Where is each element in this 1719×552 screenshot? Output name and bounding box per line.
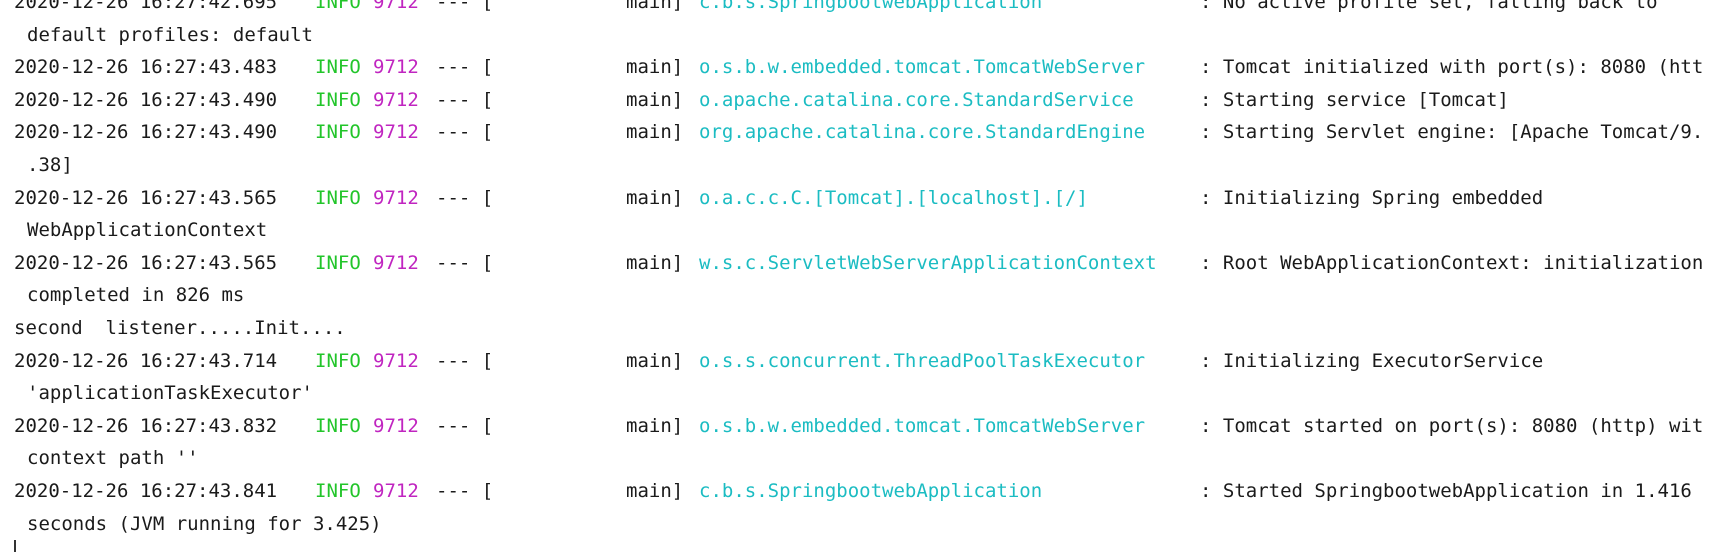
log-logger: w.s.c.ServletWebServerApplicationContext: [699, 251, 1157, 274]
log-line: 2020-12-26 16:27:42.695 INFO 9712 --- [ main…: [14, 0, 1719, 19]
log-level: INFO: [315, 251, 361, 274]
log-line: 2020-12-26 16:27:43.490 INFO 9712 --- [ main…: [14, 116, 1719, 149]
log-separator: --- [: [436, 479, 494, 502]
log-message-continuation: seconds (JVM running for 3.425): [27, 512, 382, 535]
log-level: INFO: [315, 121, 361, 144]
log-line-continuation: .38]: [14, 149, 1719, 182]
log-message: : No active profile set, falling back to: [1200, 0, 1658, 13]
text-cursor: [14, 540, 16, 552]
log-level: INFO: [315, 414, 361, 437]
log-level: INFO: [315, 88, 361, 111]
log-line-continuation: WebApplicationContext: [14, 214, 1719, 247]
log-thread: main]: [626, 88, 684, 111]
log-pid: 9712: [373, 0, 419, 13]
log-logger: o.apache.catalina.core.StandardService: [699, 88, 1134, 111]
log-level: INFO: [315, 349, 361, 372]
log-message: : Starting Servlet engine: [Apache Tomca…: [1200, 121, 1704, 144]
log-timestamp: 2020-12-26 16:27:43.832: [14, 414, 278, 437]
log-line-continuation: seconds (JVM running for 3.425): [14, 508, 1719, 541]
log-line-continuation: context path '': [14, 442, 1719, 475]
log-message-continuation: 'applicationTaskExecutor': [27, 382, 313, 405]
log-separator: --- [: [436, 414, 494, 437]
log-line-continuation: default profiles: default: [14, 19, 1719, 52]
log-level: INFO: [315, 479, 361, 502]
log-logger: o.s.b.w.embedded.tomcat.TomcatWebServer: [699, 414, 1146, 437]
log-separator: --- [: [436, 56, 494, 79]
log-logger: o.a.c.c.C.[Tomcat].[localhost].[/]: [699, 186, 1088, 209]
log-message-continuation: .38]: [27, 153, 73, 176]
log-logger: c.b.s.SpringbootwebApplication: [699, 479, 1043, 502]
stdout-text: second listener.....Init....: [14, 316, 346, 339]
log-level: INFO: [315, 56, 361, 79]
log-logger: c.b.s.SpringbootwebApplication: [699, 0, 1043, 13]
log-timestamp: 2020-12-26 16:27:43.714: [14, 349, 278, 372]
log-thread: main]: [626, 186, 684, 209]
log-message: : Tomcat started on port(s): 8080 (http)…: [1200, 414, 1704, 437]
log-pid: 9712: [373, 56, 419, 79]
log-message-continuation: completed in 826 ms: [27, 284, 245, 307]
log-timestamp: 2020-12-26 16:27:43.565: [14, 251, 278, 274]
log-message: : Started SpringbootwebApplication in 1.…: [1200, 479, 1692, 502]
log-thread: main]: [626, 251, 684, 274]
log-message: : Initializing ExecutorService: [1200, 349, 1544, 372]
log-logger: org.apache.catalina.core.StandardEngine: [699, 121, 1146, 144]
log-separator: --- [: [436, 349, 494, 372]
log-message-continuation: context path '': [27, 447, 199, 470]
log-timestamp: 2020-12-26 16:27:43.841: [14, 479, 278, 502]
log-thread: main]: [626, 479, 684, 502]
log-message: : Initializing Spring embedded: [1200, 186, 1544, 209]
log-level: INFO: [315, 186, 361, 209]
log-line-continuation: 'applicationTaskExecutor': [14, 377, 1719, 410]
log-message: : Starting service [Tomcat]: [1200, 88, 1509, 111]
log-line: 2020-12-26 16:27:43.714 INFO 9712 --- [ main…: [14, 345, 1719, 378]
log-thread: main]: [626, 414, 684, 437]
log-pid: 9712: [373, 121, 419, 144]
log-separator: --- [: [436, 0, 494, 13]
log-line: 2020-12-26 16:27:43.841 INFO 9712 --- [ main…: [14, 475, 1719, 508]
log-logger: o.s.s.concurrent.ThreadPoolTaskExecutor: [699, 349, 1146, 372]
log-timestamp: 2020-12-26 16:27:43.490: [14, 121, 278, 144]
log-line-continuation: completed in 826 ms: [14, 279, 1719, 312]
log-line: 2020-12-26 16:27:43.565 INFO 9712 --- [ main…: [14, 247, 1719, 280]
log-separator: --- [: [436, 121, 494, 144]
log-line: 2020-12-26 16:27:43.565 INFO 9712 --- [ main…: [14, 182, 1719, 215]
log-thread: main]: [626, 121, 684, 144]
log-separator: --- [: [436, 186, 494, 209]
stdout-line: second listener.....Init....: [14, 312, 1719, 345]
log-message: : Tomcat initialized with port(s): 8080 …: [1200, 56, 1704, 79]
log-pid: 9712: [373, 349, 419, 372]
log-pid: 9712: [373, 414, 419, 437]
log-message-continuation: WebApplicationContext: [27, 219, 268, 242]
log-line: 2020-12-26 16:27:43.832 INFO 9712 --- [ main…: [14, 410, 1719, 443]
log-timestamp: 2020-12-26 16:27:43.483: [14, 56, 278, 79]
log-logger: o.s.b.w.embedded.tomcat.TomcatWebServer: [699, 56, 1146, 79]
log-message-continuation: default profiles: default: [27, 23, 313, 46]
log-timestamp: 2020-12-26 16:27:43.490: [14, 88, 278, 111]
log-separator: --- [: [436, 88, 494, 111]
log-pid: 9712: [373, 479, 419, 502]
log-line: 2020-12-26 16:27:43.483 INFO 9712 --- [ main…: [14, 51, 1719, 84]
log-level: INFO: [315, 0, 361, 13]
log-pid: 9712: [373, 251, 419, 274]
log-timestamp: 2020-12-26 16:27:42.695: [14, 0, 278, 13]
log-pid: 9712: [373, 186, 419, 209]
log-timestamp: 2020-12-26 16:27:43.565: [14, 186, 278, 209]
log-thread: main]: [626, 56, 684, 79]
log-line: 2020-12-26 16:27:43.490 INFO 9712 --- [ main…: [14, 84, 1719, 117]
log-separator: --- [: [436, 251, 494, 274]
log-pid: 9712: [373, 88, 419, 111]
log-thread: main]: [626, 349, 684, 372]
log-thread: main]: [626, 0, 684, 13]
log-message: : Root WebApplicationContext: initializa…: [1200, 251, 1704, 274]
